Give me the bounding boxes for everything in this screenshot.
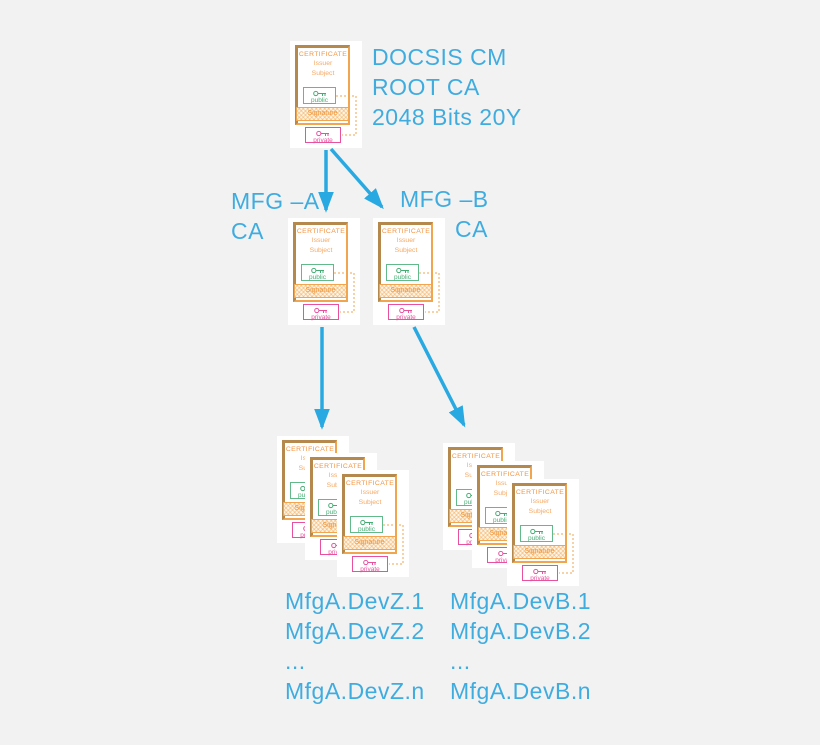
public-key-box: public — [303, 87, 336, 104]
private-key-label: private — [360, 566, 380, 573]
certificate-devz-front: CERTIFICATE Issuer Subject public Signat… — [337, 470, 409, 577]
signature-bar: Signature — [294, 284, 347, 298]
public-key-label: public — [311, 97, 328, 104]
certificate-issuer: Issuer — [495, 480, 515, 487]
public-key-box: public — [350, 516, 383, 533]
certificate-issuer: Issuer — [396, 237, 416, 244]
private-key-box: private — [352, 556, 388, 573]
device-list-left: MfgA.DevZ.1 MfgA.DevZ.2 ... MfgA.DevZ.n — [285, 588, 425, 704]
public-key-box: public — [301, 264, 334, 281]
key-icon — [529, 528, 543, 535]
private-key-label: private — [313, 137, 333, 144]
certificate-subject: Subject — [358, 499, 382, 506]
certificate-title: CERTIFICATE — [381, 228, 431, 235]
certificate-issuer: Issuer — [313, 60, 333, 67]
certificate-subject: Subject — [493, 490, 517, 497]
key-icon — [395, 267, 409, 274]
public-key-label: public — [358, 526, 375, 533]
certificate-subject: Subject — [394, 247, 418, 254]
private-key-label: private — [311, 314, 331, 321]
certificate-title: CERTIFICATE — [345, 480, 395, 487]
key-icon — [316, 130, 329, 137]
certificate-mfg-a-ca: CERTIFICATE Issuer Subject public Signat… — [288, 218, 360, 325]
mfg-b-label: MFG –B — [400, 186, 489, 212]
certificate-issuer: Issuer — [311, 237, 331, 244]
key-icon — [359, 519, 373, 526]
public-key-box: public — [520, 525, 553, 542]
key-icon — [310, 267, 324, 274]
certificate-subject: Subject — [311, 70, 335, 77]
certificate-title: CERTIFICATE — [296, 228, 346, 235]
certificate-title: CERTIFICATE — [515, 489, 565, 496]
certificate-devb-front: CERTIFICATE Issuer Subject public Signat… — [507, 479, 579, 586]
private-key-box: private — [303, 304, 339, 321]
certificate-subject: Subject — [528, 508, 552, 515]
arrow-mfg-b-to-devices — [412, 326, 466, 428]
mfg-b-ca-label: CA — [455, 216, 488, 242]
public-key-label: public — [309, 274, 326, 281]
signature-bar: Signature — [513, 545, 566, 559]
key-icon — [312, 90, 326, 97]
signature-bar: Signature — [379, 284, 432, 298]
public-key-label: public — [326, 509, 343, 516]
device-list-right: MfgA.DevB.1 MfgA.DevB.2 ... MfgA.DevB.n — [450, 588, 591, 704]
certificate-title: CERTIFICATE — [451, 453, 501, 460]
key-icon — [363, 559, 376, 566]
key-icon — [533, 568, 546, 575]
certificate-title: CERTIFICATE — [298, 51, 348, 58]
key-icon — [399, 307, 412, 314]
mfg-a-ca-label: MFG –A CA — [231, 188, 320, 244]
certificate-title: CERTIFICATE — [285, 446, 335, 453]
public-key-label: public — [394, 274, 411, 281]
public-key-label: public — [528, 535, 545, 542]
key-icon — [314, 307, 327, 314]
private-key-box: private — [388, 304, 424, 321]
signature-bar: Signature — [343, 536, 396, 550]
private-key-box: private — [305, 127, 341, 144]
certificate-subject: Subject — [309, 247, 333, 254]
key-icon — [494, 510, 508, 517]
root-ca-label: DOCSIS CM ROOT CA 2048 Bits 20Y — [372, 44, 522, 130]
signature-bar: Signature — [296, 107, 349, 121]
certificate-mfg-b-ca: CERTIFICATE Issuer Subject public Signat… — [373, 218, 445, 325]
certificate-issuer: Issuer — [530, 498, 550, 505]
certificate-root-ca: CERTIFICATE Issuer Subject public Signat… — [290, 41, 362, 148]
arrow-root-to-mfg-b — [329, 147, 384, 210]
certificate-issuer: Issuer — [360, 489, 380, 496]
private-key-label: private — [530, 575, 550, 582]
private-key-label: private — [396, 314, 416, 321]
certificate-title: CERTIFICATE — [480, 471, 530, 478]
private-key-box: private — [522, 565, 558, 582]
public-key-box: public — [386, 264, 419, 281]
public-key-label: public — [493, 517, 510, 524]
private-key-label: private — [495, 557, 515, 564]
certificate-title: CERTIFICATE — [313, 463, 363, 470]
